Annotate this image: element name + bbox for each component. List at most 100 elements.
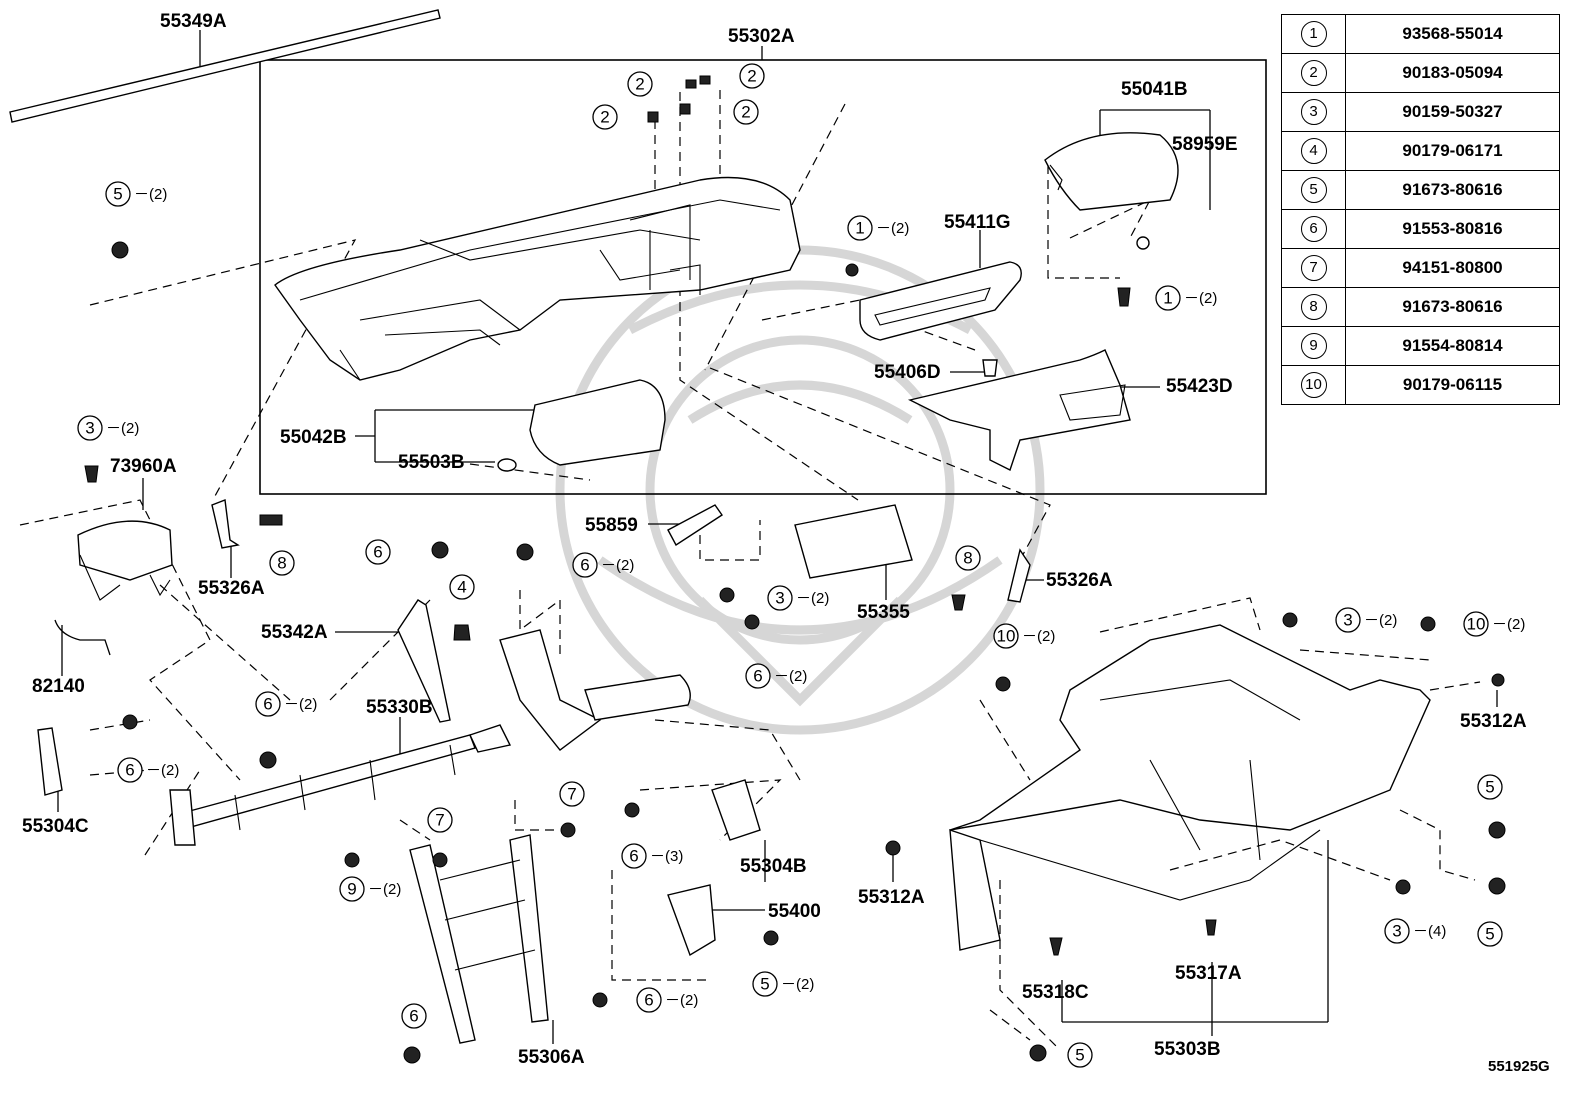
callout: 3－(4) xyxy=(1384,918,1446,944)
callout: 10－(2) xyxy=(1463,611,1525,637)
svg-text:2: 2 xyxy=(747,67,756,86)
svg-text:－(2): －(2) xyxy=(146,762,179,779)
svg-text:6: 6 xyxy=(263,695,272,714)
ref-circle: 8 xyxy=(1300,294,1327,320)
table-part-number: 90183-05094 xyxy=(1345,53,1560,93)
label-55304B: 55304B xyxy=(740,856,807,877)
table-part-number: 91553-80816 xyxy=(1345,209,1560,249)
svg-text:2: 2 xyxy=(741,103,750,122)
callout: 2 xyxy=(592,104,618,130)
svg-text:2: 2 xyxy=(635,75,644,94)
callout: 5 xyxy=(1477,921,1503,947)
label-55330B: 55330B xyxy=(366,697,433,718)
part-55304C-bracket xyxy=(37,727,63,796)
watermark-emblem xyxy=(555,245,1045,735)
svg-text:－(2): －(2) xyxy=(796,590,829,607)
svg-text:－(2): －(2) xyxy=(1364,612,1397,629)
callout: 6 －(2) xyxy=(745,663,807,689)
svg-text:－(2): －(2) xyxy=(774,668,807,685)
callout: 3－(2) xyxy=(77,415,139,441)
svg-text:－(2): －(2) xyxy=(781,976,814,993)
svg-text:－(2): －(2) xyxy=(665,992,698,1009)
table-part-number: 90159-50327 xyxy=(1345,92,1560,132)
part-55355-panel xyxy=(794,504,913,579)
svg-text:6: 6 xyxy=(753,667,762,686)
ref-circle: 2 xyxy=(1300,60,1327,86)
part-55302A-instrument-panel xyxy=(274,176,801,381)
ref-circle: 5 xyxy=(1300,177,1327,203)
callout: 5－(2) xyxy=(105,181,167,207)
svg-text:3: 3 xyxy=(85,419,94,438)
table-part-number: 91673-80616 xyxy=(1345,170,1560,210)
callout: 6 xyxy=(401,1003,427,1029)
part-55304B-bracket xyxy=(711,779,761,841)
svg-text:－(3): －(3) xyxy=(650,848,683,865)
callout: 6 xyxy=(365,539,391,565)
part-55041B-box-door xyxy=(1044,132,1179,211)
callout: 5 xyxy=(1067,1042,1093,1068)
label-55355: 55355 xyxy=(857,602,910,623)
svg-text:8: 8 xyxy=(277,554,286,573)
dash-panel-subassembly-frame xyxy=(259,59,1267,495)
svg-text:－(2): －(2) xyxy=(1492,616,1525,633)
svg-text:3: 3 xyxy=(1343,611,1352,630)
svg-text:－(2): －(2) xyxy=(601,557,634,574)
svg-text:1: 1 xyxy=(1163,289,1172,308)
label-55423D: 55423D xyxy=(1166,376,1233,397)
svg-text:7: 7 xyxy=(567,785,576,804)
svg-text:3: 3 xyxy=(775,589,784,608)
part-55411G-register-panel xyxy=(859,261,1022,341)
part-55349A-molding xyxy=(9,9,441,123)
part-55423D-lower-panel xyxy=(907,349,1131,471)
ref-circle: 1 xyxy=(1300,21,1327,47)
table-part-number: 91673-80616 xyxy=(1345,287,1560,327)
svg-text:9: 9 xyxy=(347,880,356,899)
label-55326A-right: 55326A xyxy=(1046,570,1113,591)
part-55326A-left-bracket xyxy=(211,499,240,549)
callout: 5 －(2) xyxy=(752,971,814,997)
label-58959E: 58959E xyxy=(1172,134,1238,155)
parts-artwork xyxy=(9,9,1506,1064)
label-55312A-right: 55312A xyxy=(1460,711,1527,732)
ref-circle: 7 xyxy=(1300,255,1327,281)
part-55042B-box xyxy=(529,379,666,466)
part-number-labels: 55349A 55302A 55041B 58959E 55411G 55406… xyxy=(22,11,1527,1068)
callout: 7 xyxy=(559,781,585,807)
label-55406D: 55406D xyxy=(874,362,941,383)
part-82140-wire xyxy=(54,619,111,656)
callout: 5 xyxy=(1477,774,1503,800)
table-row: 2 90183-05094 xyxy=(1281,53,1560,93)
part-55303B-lower-panel xyxy=(949,624,1431,831)
svg-text:6: 6 xyxy=(580,556,589,575)
callout: 4 xyxy=(449,574,475,600)
svg-text:5: 5 xyxy=(760,975,769,994)
svg-text:4: 4 xyxy=(457,578,466,597)
table-row: 8 91673-80616 xyxy=(1281,287,1560,327)
ref-circle: 6 xyxy=(1300,216,1327,242)
callout: 2 xyxy=(733,99,759,125)
svg-text:6: 6 xyxy=(373,543,382,562)
callout: 6－(3) xyxy=(621,843,683,869)
part-55326A-right-bracket xyxy=(1007,548,1031,603)
svg-text:－(4): －(4) xyxy=(1413,923,1446,940)
callout: 8 xyxy=(269,550,295,576)
svg-text:－(2): －(2) xyxy=(1184,290,1217,307)
label-55326A-left: 55326A xyxy=(198,578,265,599)
ref-circle: 4 xyxy=(1300,138,1327,164)
part-55859-bracket xyxy=(667,504,723,547)
svg-text:－(2): －(2) xyxy=(368,881,401,898)
label-55859: 55859 xyxy=(585,515,638,536)
table-row: 6 91553-80816 xyxy=(1281,209,1560,249)
callout: 1－(2) xyxy=(847,215,909,241)
svg-text:7: 7 xyxy=(435,811,444,830)
diagram-id: 551925G xyxy=(1488,1058,1550,1075)
part-55406D-clip xyxy=(982,359,998,377)
label-55503B: 55503B xyxy=(398,452,465,473)
label-55041B: 55041B xyxy=(1121,79,1188,100)
label-55400: 55400 xyxy=(768,901,821,922)
table-part-number: 91554-80814 xyxy=(1345,326,1560,366)
